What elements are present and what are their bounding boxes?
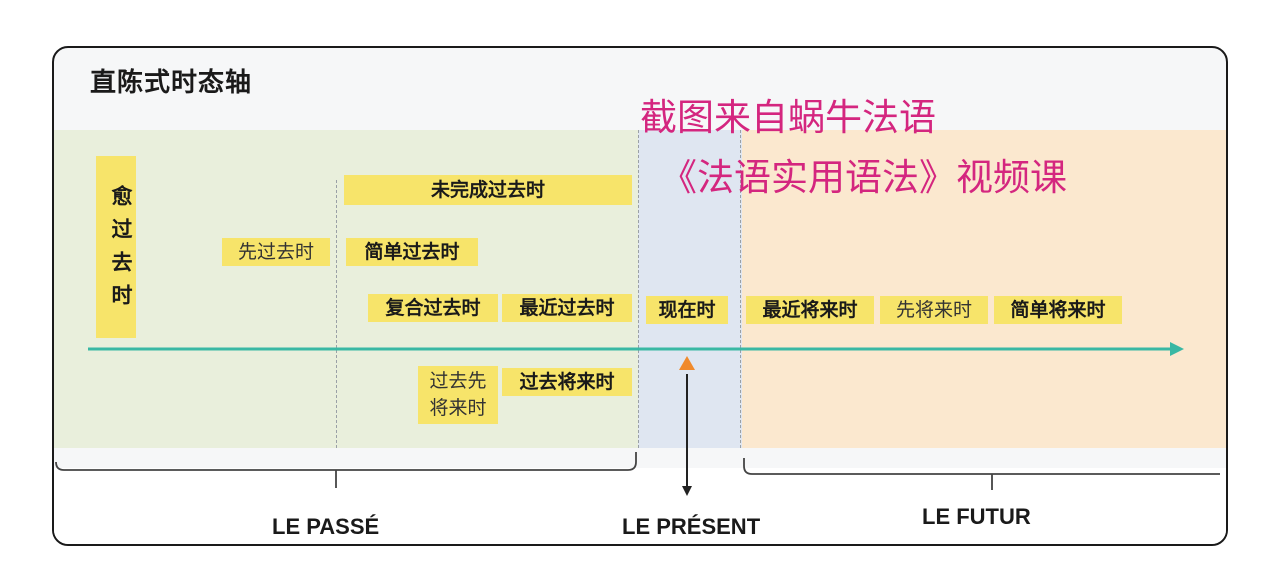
tag-futur-proche: 最近将来时 [746,296,874,324]
watermark-line1: 截图来自蜗牛法语 [640,96,936,139]
era-label-present: LE PRÉSENT [622,514,761,539]
tag-plus-que-parfait: 愈过去时 [96,156,136,338]
tag-present: 现在时 [646,296,728,324]
tag-passe-simple: 简单过去时 [346,238,478,266]
axis-layer [55,342,1220,496]
future-brace [743,458,1220,475]
era-label-past: LE PASSÉ [272,514,380,539]
tag-futur-anterieur: 先将来时 [880,296,988,324]
divider-present-right [740,130,741,448]
watermark-line2: 《法语实用语法》视频课 [660,156,1067,199]
tag-imparfait: 未完成过去时 [344,175,632,205]
present-zone [638,130,742,448]
tag-passe-anterieur: 先过去时 [222,238,330,266]
future-zone [742,130,1226,448]
time-axis-arrowhead [1170,342,1184,356]
present-marker [679,356,695,370]
past-brace [55,452,637,471]
tag-passe-recent: 最近过去时 [502,294,632,322]
tag-futur-anterieur-passe: 过去先 将来时 [418,366,498,424]
diagram-title: 直陈式时态轴 [90,68,253,98]
timeline-diagram: 直陈式时态轴 愈过去时 先过去时 未完成过去时 简单过去时 复合过去时 最近过去… [52,46,1228,546]
present-pointer-arrowhead [682,486,692,496]
tag-passe-compose: 复合过去时 [368,294,498,322]
tag-futur-simple: 简单将来时 [994,296,1122,324]
divider-present-left [638,130,639,448]
tag-futur-anterieur-passe-line1: 过去先 [429,370,487,392]
tag-futur-anterieur-passe-line2: 将来时 [429,397,487,419]
divider-passe-simple [336,180,337,448]
era-label-future: LE FUTUR [922,504,1031,529]
era-strip [54,468,1226,544]
tag-futur-dans-le-passe: 过去将来时 [502,368,632,396]
